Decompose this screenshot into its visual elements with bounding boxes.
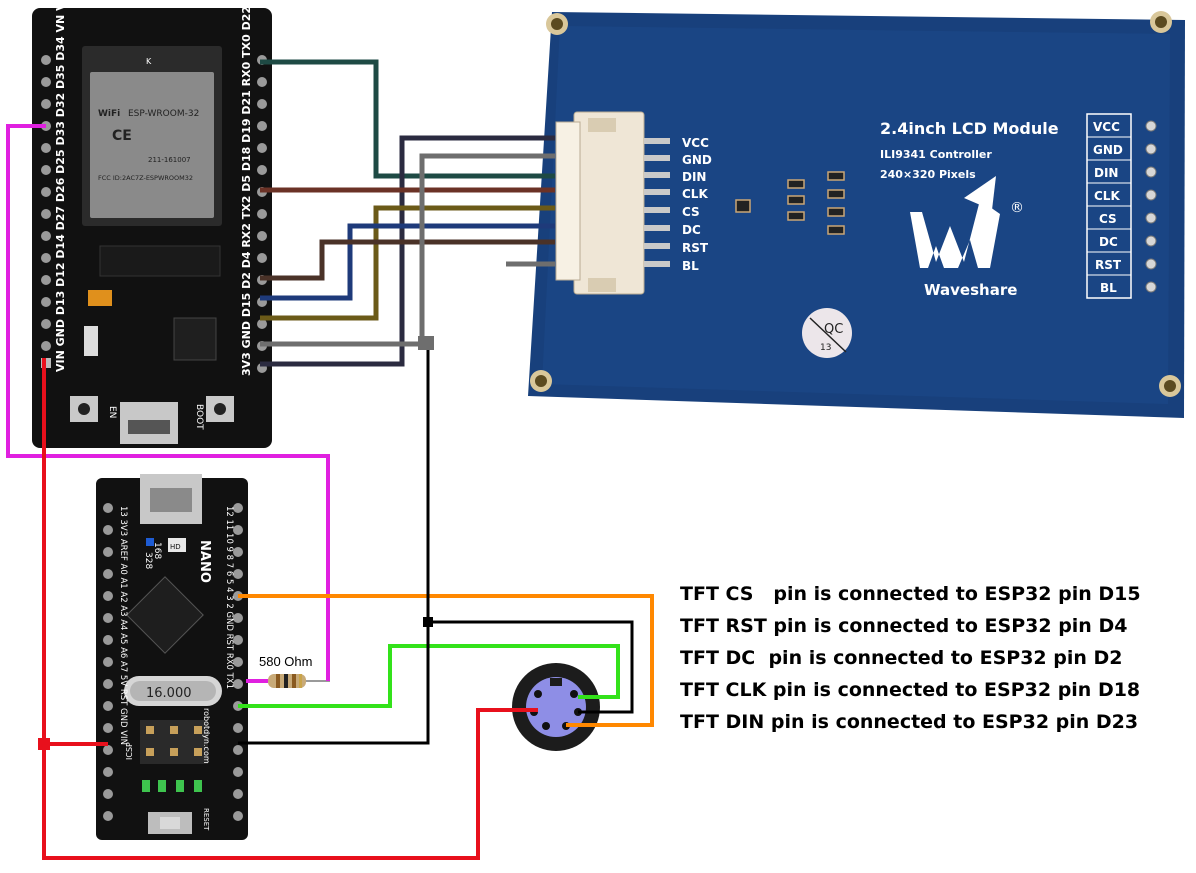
wire-magenta	[6, 124, 330, 681]
cert-id: 211-161007	[148, 156, 191, 164]
note-dc: TFT DC pin is connected to ESP32 pin D2	[680, 647, 1123, 669]
nano-reset-button	[148, 812, 192, 834]
wire-green	[238, 644, 620, 708]
ce-mark: CE	[112, 128, 132, 144]
header-label-clk: CLK	[1094, 189, 1120, 203]
wire-gnd	[260, 135, 555, 367]
esp32-components	[84, 245, 221, 361]
boot-label: BOOT	[194, 404, 204, 430]
en-button	[70, 396, 98, 422]
smd-components	[735, 171, 845, 235]
nano-left-pin-labels: 13 3V3 AREF A0 A1 A2 A3 A4 A5 A6 A7 5V R…	[118, 506, 128, 745]
lcd-header-labels: VCC GND DIN CLK CS DC RST BL	[1086, 113, 1132, 299]
header-label-rst: RST	[1095, 258, 1122, 272]
wire-orange	[238, 594, 654, 727]
connector-label-gnd: GND	[682, 153, 712, 167]
esp32-left-pin-holes	[41, 55, 51, 368]
wire-red	[42, 358, 538, 860]
chip-168-label: 168	[152, 542, 162, 559]
ps2-connector	[512, 663, 600, 751]
esp32-right-pin-labels: 3V3 GND D15 D2 D4 RX2 TX2 D5 D18 D19 D21…	[240, 0, 253, 376]
hd-label: HD	[170, 543, 181, 551]
resistor-label: 580 Ohm	[259, 654, 312, 669]
nano-reset-label: RESET	[202, 808, 210, 831]
standoff-tl	[546, 13, 568, 35]
note-din: TFT DIN pin is connected to ESP32 pin D2…	[680, 711, 1139, 733]
standoff-br	[1159, 375, 1181, 397]
junction-black	[423, 617, 433, 627]
wire-rst	[260, 239, 555, 281]
connector-label-dc: DC	[682, 223, 701, 237]
wire-din	[260, 59, 555, 179]
icsp-header	[140, 720, 208, 764]
junction-red	[38, 738, 50, 750]
nano-leds	[142, 538, 202, 792]
esp32-board: K WiFi ESP-WROOM-32 CE 211-161007 FCC ID…	[32, 0, 272, 448]
connector-label-vcc: VCC	[682, 136, 709, 150]
fcc-id: FCC ID:2AC7Z-ESPWROOM32	[98, 174, 193, 182]
icsp-label: ICSP	[125, 742, 134, 760]
crystal-label: 16.000	[146, 686, 192, 701]
header-label-vcc: VCC	[1093, 120, 1120, 134]
qc-number: 13	[820, 343, 831, 353]
wire-dc	[260, 223, 555, 301]
nano-usb-port	[140, 474, 202, 524]
qc-mark: QC	[824, 322, 843, 337]
note-rst: TFT RST pin is connected to ESP32 pin D4	[680, 615, 1128, 637]
resistor	[246, 674, 330, 688]
nano-crystal: 16.000	[124, 676, 222, 706]
nano-left-pin-holes	[103, 503, 113, 821]
header-label-gnd: GND	[1093, 143, 1123, 157]
standoff-bl	[530, 370, 552, 392]
wire-cs	[260, 205, 555, 321]
wires	[6, 59, 654, 860]
qc-sticker: QC 13	[802, 308, 852, 358]
esp-wroom-module: K WiFi ESP-WROOM-32 CE 211-161007 FCC ID…	[82, 46, 222, 226]
arduino-nano: 16.000 NANO 168 328 HD ICSP robotdyn.com…	[96, 474, 248, 840]
nano-chip	[126, 576, 204, 654]
junction-gray	[418, 336, 434, 350]
connector-label-bl: BL	[682, 259, 699, 273]
nano-name: NANO	[197, 540, 212, 583]
esp32-left-pin-labels: VIN GND D13 D12 D14 D27 D26 D25 D33 D32 …	[54, 0, 67, 372]
lcd-module: VCC GND DIN CLK CS DC RST BL 2.4inch LCD…	[528, 11, 1185, 418]
note-clk: TFT CLK pin is connected to ESP32 pin D1…	[680, 679, 1141, 701]
connector-pins	[644, 138, 670, 267]
header-label-bl: BL	[1100, 281, 1117, 295]
lcd-connector	[555, 111, 645, 295]
wire-black-data	[428, 620, 634, 714]
standoff-tr	[1150, 11, 1172, 33]
connector-label-rst: RST	[682, 241, 709, 255]
waveshare-logo	[910, 176, 1000, 268]
header-label-din: DIN	[1094, 166, 1118, 180]
lcd-title: 2.4inch LCD Module	[880, 119, 1059, 138]
nano-right-pin-holes	[233, 503, 243, 821]
chip-328-label: 328	[143, 552, 153, 569]
module-letter: K	[146, 57, 152, 66]
esp32-usb-port	[120, 402, 178, 444]
connector-label-din: DIN	[682, 170, 706, 184]
note-cs: TFT CS pin is connected to ESP32 pin D15	[680, 583, 1141, 605]
en-label: EN	[107, 406, 117, 418]
brand-name: Waveshare	[924, 281, 1017, 299]
connection-notes: TFT CS pin is connected to ESP32 pin D15…	[680, 578, 1180, 738]
lcd-pixels: 240×320 Pixels	[880, 168, 976, 181]
connector-label-cs: CS	[682, 205, 700, 219]
registered-mark: ®	[1010, 200, 1024, 216]
nano-site-label: robotdyn.com	[202, 708, 211, 764]
wifi-mark: WiFi	[98, 109, 120, 119]
wire-vcc-gray	[260, 153, 555, 347]
nano-right-pin-labels: 12 11 10 9 8 7 6 5 4 3 2 GND RST RX0 TX1	[224, 506, 234, 689]
module-name: ESP-WROOM-32	[128, 109, 199, 119]
esp32-right-pin-holes	[257, 55, 267, 373]
boot-button	[206, 396, 234, 422]
lcd-controller: ILI9341 Controller	[880, 148, 992, 161]
header-label-cs: CS	[1099, 212, 1117, 226]
header-label-dc: DC	[1099, 235, 1118, 249]
lcd-header-holes	[1145, 120, 1157, 293]
connector-label-clk: CLK	[682, 187, 708, 201]
